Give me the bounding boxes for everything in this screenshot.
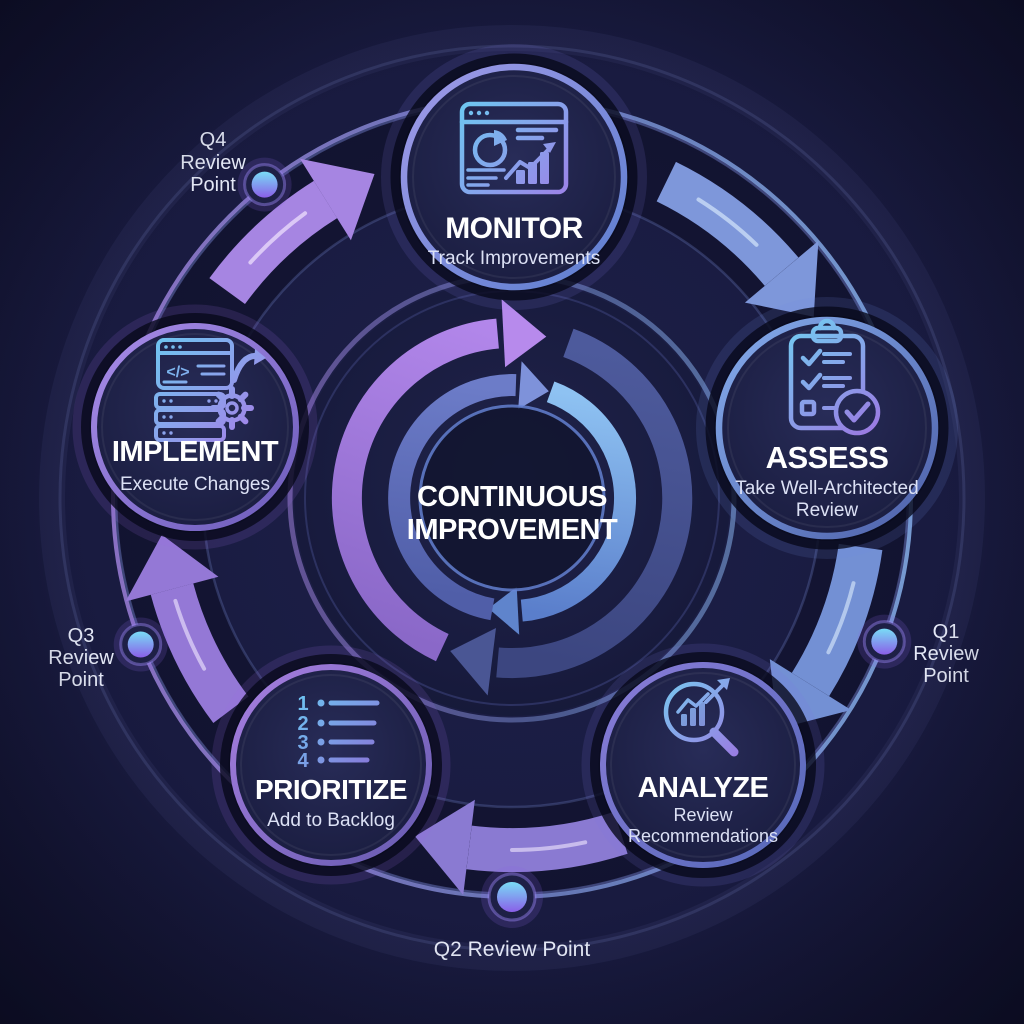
center-title-line2: IMPROVEMENT — [407, 514, 618, 546]
node-subtitle-implement: Execute Changes — [120, 474, 270, 495]
node-subtitle-analyze-1: Review — [673, 805, 733, 825]
node-subtitle-prioritize: Add to Backlog — [267, 810, 395, 831]
node-subtitle-assess-1: Take Well-Architected — [735, 478, 918, 499]
review-dot-q1 — [857, 614, 912, 669]
node-subtitle-monitor: Track Improvements — [428, 248, 600, 269]
center-title-line1: CONTINUOUS — [417, 481, 607, 513]
q2-line1: Q2 Review Point — [434, 938, 591, 961]
node-subtitle-analyze-2: Recommendations — [628, 826, 778, 846]
node-circle — [230, 664, 432, 866]
node-implement: </> IMPLEME — [72, 304, 318, 550]
list-number-1: 1 — [297, 693, 308, 715]
q3-line1: Q3 — [68, 625, 95, 647]
node-title-prioritize: PRIORITIZE — [255, 774, 407, 805]
q4-line1: Q4 — [200, 129, 227, 151]
node-title-monitor: MONITOR — [445, 212, 583, 245]
code-glyph: </> — [166, 364, 189, 381]
review-dot-q3 — [113, 617, 168, 672]
node-title-assess: ASSESS — [766, 440, 889, 475]
node-subtitle-assess-2: Review — [796, 500, 859, 521]
node-analyze: ANALYZE Review Recommendations — [581, 643, 825, 887]
review-dot-q2 — [481, 866, 543, 928]
node-monitor: MONITOR Track Improvements — [381, 44, 647, 310]
q4-line2: Review — [180, 152, 246, 174]
list-number-4: 4 — [297, 750, 309, 772]
node-prioritize: 1 2 3 4 PRIORITIZE Add to Backlog — [211, 645, 451, 885]
review-point-q2: Q2 Review Point — [434, 938, 591, 961]
q1-line1: Q1 — [933, 621, 960, 643]
q4-line3: Point — [190, 174, 236, 196]
q3-line3: Point — [58, 669, 104, 691]
node-title-analyze: ANALYZE — [638, 772, 769, 804]
node-title-implement: IMPLEMENT — [112, 436, 279, 468]
node-assess: ASSESS Take Well-Architected Review — [696, 297, 958, 559]
q1-line2: Review — [913, 643, 979, 665]
q1-line3: Point — [923, 665, 969, 687]
q3-line2: Review — [48, 647, 114, 669]
